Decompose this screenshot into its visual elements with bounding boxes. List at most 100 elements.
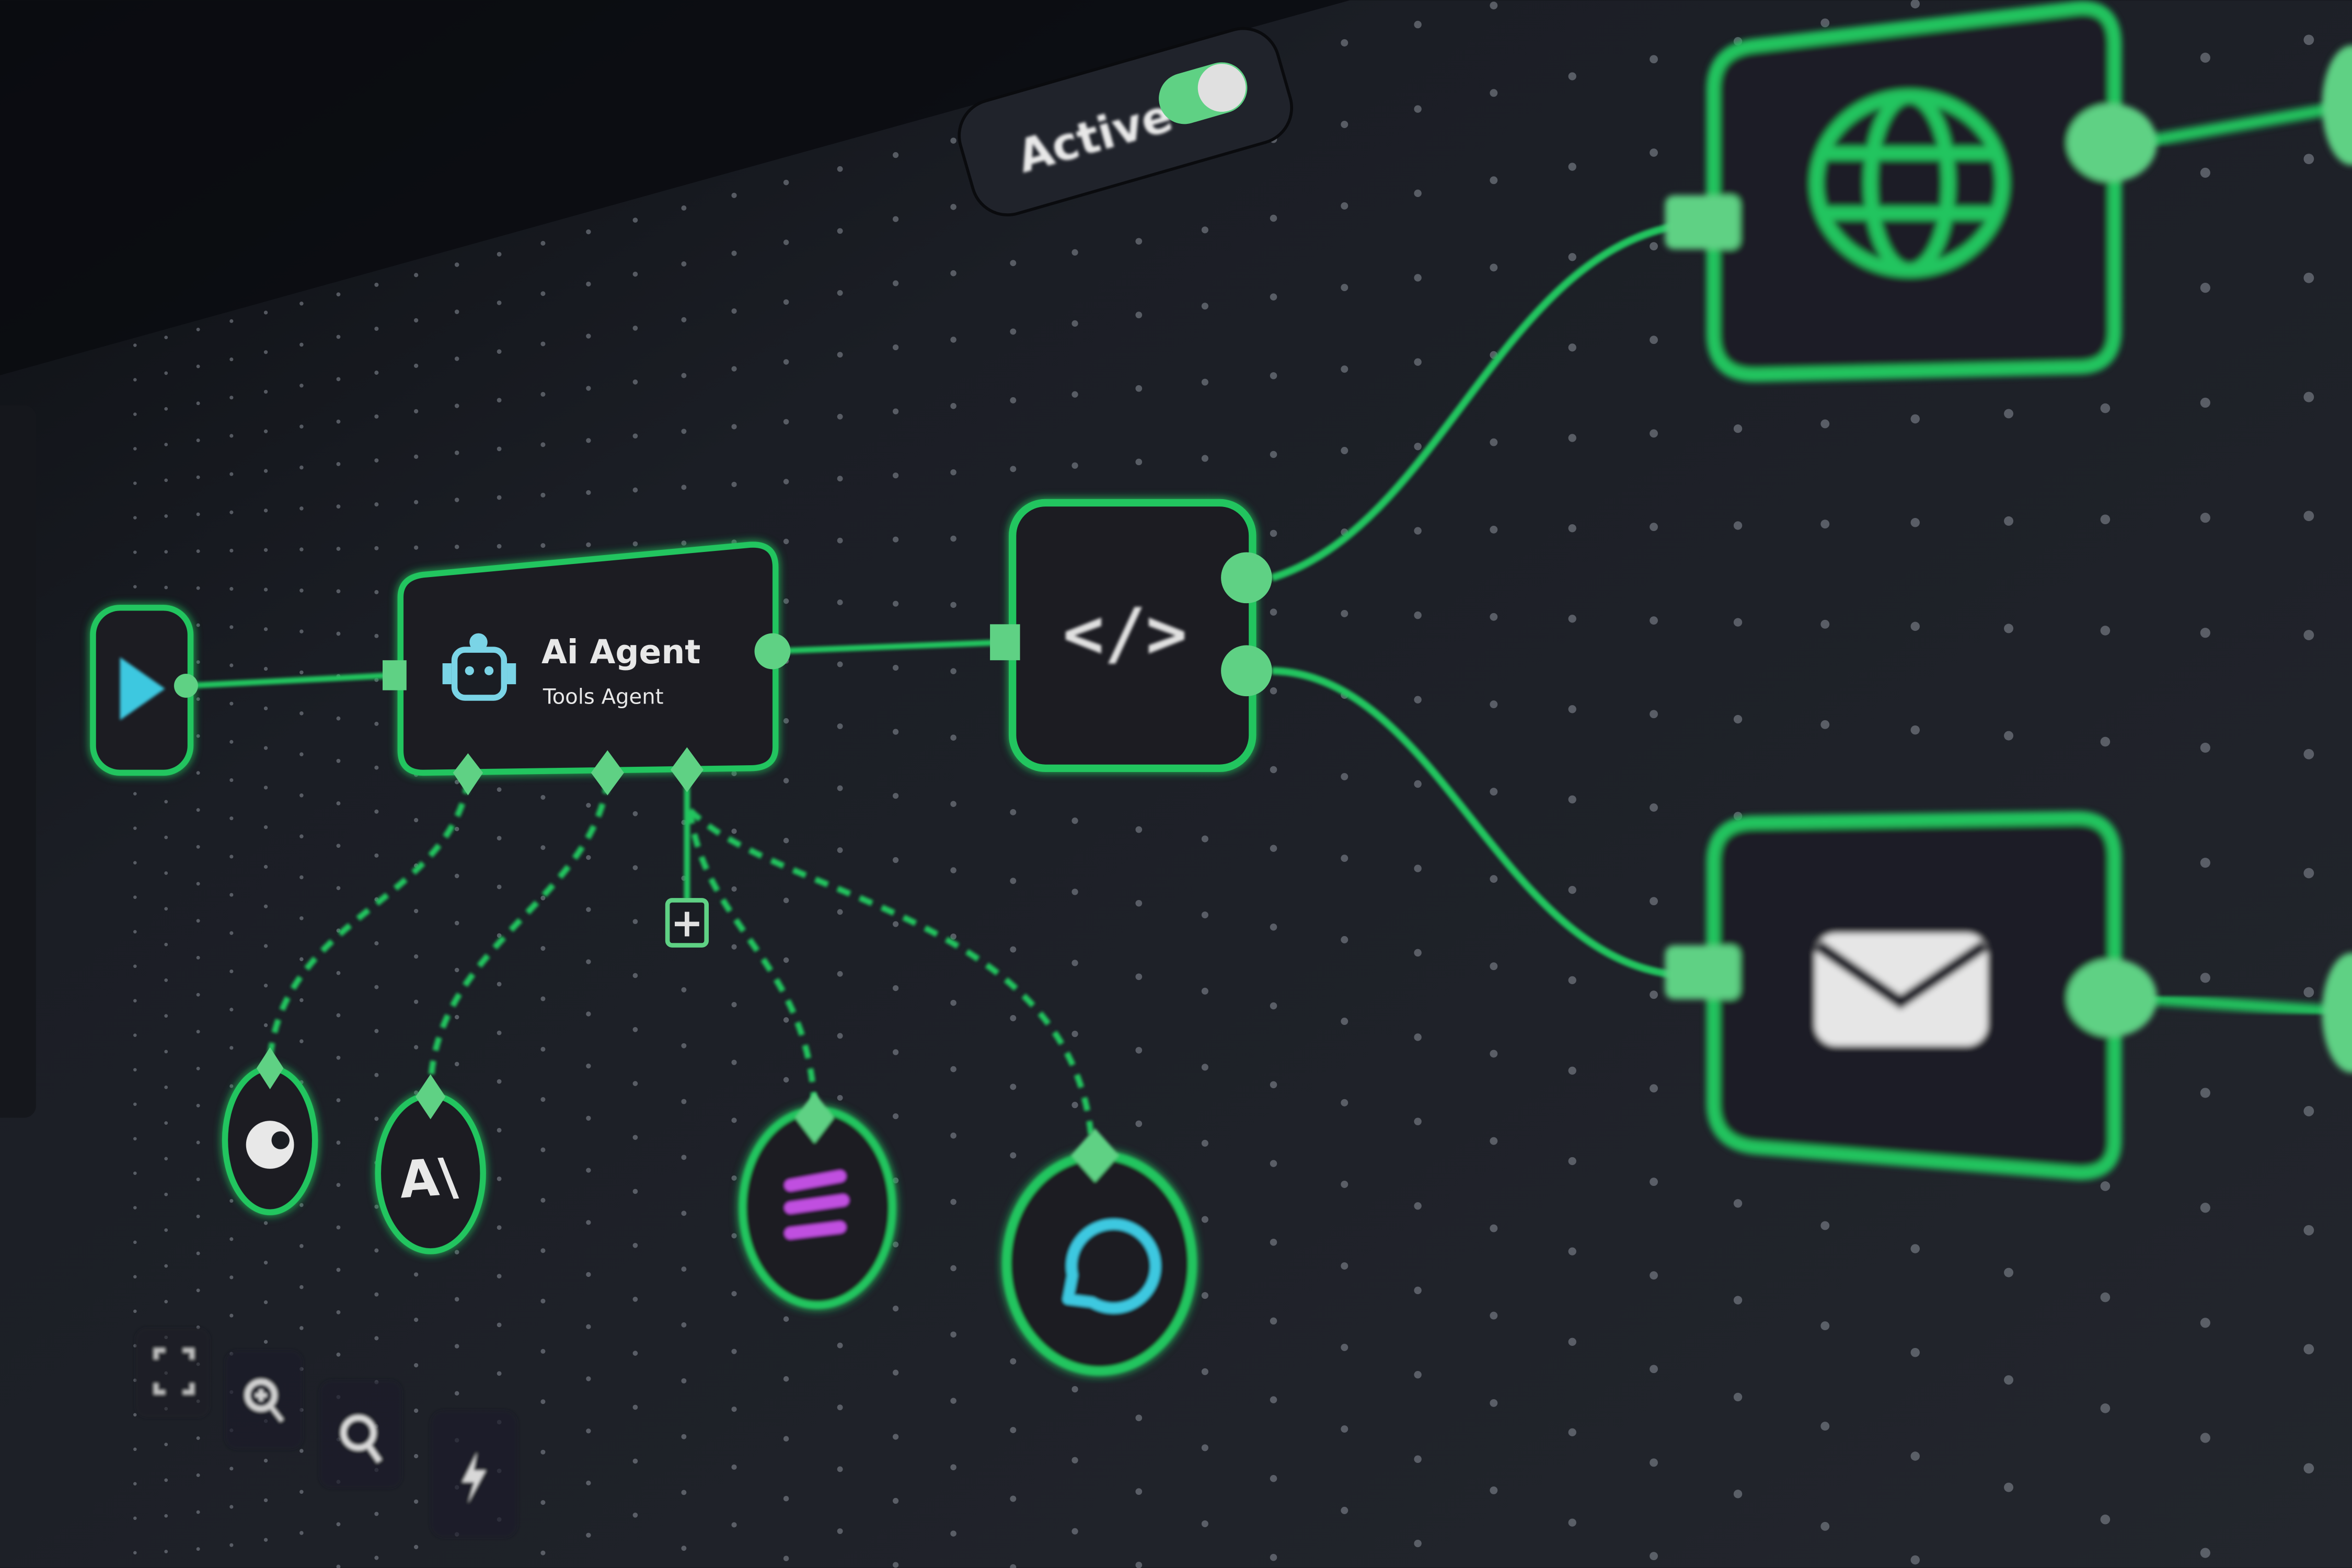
sub-node-chat[interactable] [1002, 1128, 1197, 1376]
grid-dot [263, 706, 268, 711]
grid-dot [299, 998, 304, 1002]
grid-dot [413, 1499, 419, 1504]
grid-dot [1414, 443, 1422, 451]
grid-dot [540, 1197, 546, 1203]
grid-dot [196, 919, 200, 923]
add-tool-button[interactable]: + [665, 898, 709, 948]
sub-node-anthropic[interactable]: A\ [375, 1074, 486, 1254]
grid-dot [229, 1275, 234, 1279]
grid-dot [374, 809, 379, 814]
grid-dot [1341, 1018, 1348, 1025]
agent-output-port[interactable] [754, 633, 791, 670]
grid-dot [1270, 214, 1277, 222]
send-email-node[interactable] [1665, 811, 2352, 1180]
grid-dot [837, 723, 843, 729]
email-output-port[interactable] [2067, 959, 2157, 1037]
sub-node-openai[interactable] [222, 1047, 318, 1216]
grid-dot [2004, 1482, 2014, 1492]
grid-dot [1733, 714, 1743, 724]
grid-dot [783, 1495, 789, 1502]
grid-dot [1650, 710, 1658, 719]
grid-dot [731, 1348, 737, 1354]
grid-dot [2200, 1548, 2210, 1558]
grid-dot [1414, 1202, 1422, 1210]
grid-dot [1820, 619, 1830, 629]
grid-dot [1071, 817, 1078, 824]
grid-dot [299, 1244, 304, 1248]
grid-dot [497, 1225, 502, 1230]
edge-agent-code [772, 639, 1006, 654]
http-request-node[interactable] [1665, 1, 2352, 382]
execute-button[interactable] [430, 1410, 518, 1538]
zoom-in-icon [244, 1378, 284, 1422]
zoom-in-button[interactable] [225, 1350, 303, 1449]
grid-dot [374, 721, 379, 726]
grid-dot [783, 778, 789, 783]
grid-dot [497, 787, 502, 792]
grid-dot [1650, 803, 1658, 812]
code-node[interactable]: </> [990, 499, 1272, 773]
grid-dot [1414, 189, 1422, 198]
grid-dot [133, 792, 137, 795]
trigger-output-port[interactable] [174, 674, 198, 698]
grid-dot [1341, 121, 1348, 129]
grid-dot [2004, 624, 2014, 633]
grid-dot [632, 1296, 638, 1302]
grid-dot [336, 801, 341, 805]
grid-dot [336, 547, 341, 551]
grid-dot [586, 333, 591, 339]
grid-dot [133, 1068, 137, 1071]
grid-dot [196, 808, 200, 812]
grid-dot [1071, 249, 1078, 256]
code-input-port[interactable] [990, 624, 1020, 661]
grid-dot [374, 1292, 379, 1297]
grid-dot [681, 1322, 687, 1328]
active-toggle[interactable] [1153, 56, 1253, 130]
grid-dot [263, 1538, 268, 1542]
grid-dot [164, 1192, 168, 1196]
grid-dot [1568, 795, 1576, 804]
grid-dot [336, 1013, 341, 1018]
grid-dot [336, 1522, 341, 1527]
grid-dot [229, 1313, 234, 1318]
grid-dot [497, 933, 502, 938]
grid-dot [586, 959, 591, 964]
grid-dot [229, 931, 234, 935]
grid-dot [1270, 372, 1277, 379]
grid-dot [374, 502, 379, 507]
grid-dot [1010, 1427, 1017, 1434]
zoom-out-button[interactable] [319, 1380, 402, 1489]
grid-dot [133, 481, 137, 485]
grid-dot [540, 1399, 546, 1404]
fit-view-button[interactable] [135, 1328, 210, 1418]
grid-dot [632, 326, 638, 331]
http-input-port[interactable] [1665, 195, 1740, 249]
grid-dot [1010, 809, 1017, 815]
http-output-port[interactable] [2067, 103, 2157, 182]
grid-dot [1490, 1137, 1498, 1145]
grid-dot [299, 752, 304, 756]
grid-dot [133, 1171, 137, 1175]
grid-dot [1270, 687, 1277, 695]
grid-dot [540, 795, 546, 800]
grid-dot [229, 1467, 234, 1471]
ai-agent-node[interactable]: Ai Agent Tools Agent [382, 541, 791, 795]
grid-dot [196, 549, 200, 554]
code-output-port-1[interactable] [1221, 552, 1272, 604]
grid-dot [1650, 336, 1658, 344]
grid-dot [1414, 1117, 1422, 1125]
grid-dot [164, 478, 168, 482]
left-sidebar[interactable] [0, 405, 36, 1118]
grid-dot [1071, 1386, 1078, 1393]
email-input-port[interactable] [1665, 945, 1740, 999]
code-output-port-2[interactable] [1221, 645, 1272, 697]
agent-input-port[interactable] [382, 660, 407, 690]
grid-dot [164, 1157, 168, 1161]
grid-dot [263, 429, 268, 433]
trigger-node[interactable] [90, 605, 198, 776]
grid-dot [413, 999, 419, 1004]
grid-dot [1341, 1099, 1348, 1106]
grid-dot [133, 1309, 137, 1313]
sub-node-stack[interactable] [739, 1092, 896, 1309]
